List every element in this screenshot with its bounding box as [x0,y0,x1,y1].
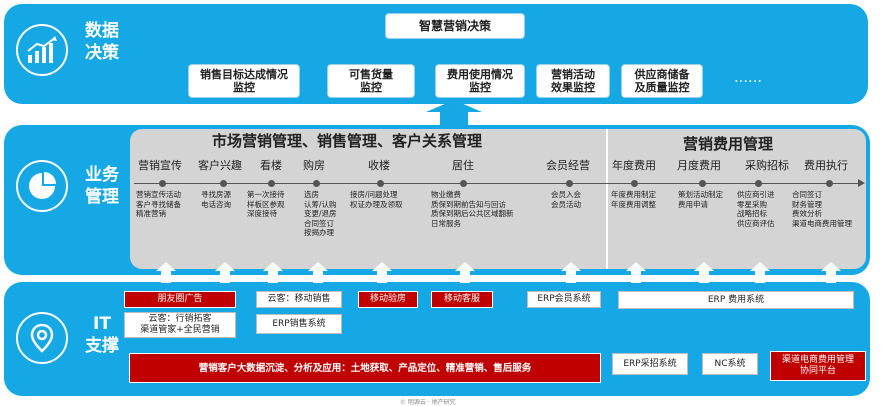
stage-dot [699,180,706,187]
stage-dot [220,180,227,187]
stage-details-annual-expense: 年度费用制定年度费用调整 [611,190,656,209]
stage-details-monthly-expense: 策划活动制定费用申请 [678,190,723,209]
stage-dot [268,180,275,187]
stage-expense-execution: 费用执行 [804,159,848,172]
location-pin-icon [16,312,68,364]
support-arrow-icon [308,262,328,271]
support-arrow-stem [460,271,470,283]
flow-up-arrow-head [426,100,482,112]
business-layer-label: 业务 管理 [85,165,119,207]
stage-details-purchase: 选房认筹/认购变更/退房合同签订按揭办理 [304,190,337,237]
support-arrow-icon [821,262,841,271]
erp-member-system-box: ERP会员系统 [527,291,601,308]
business-process-panel [130,129,866,269]
support-arrow-icon [263,262,283,271]
erp-procurement-system-box: ERP采招系统 [612,353,688,375]
stage-details-marketing-promotion: 营销宣传活动客户寻找储备精准营销 [136,190,181,218]
it-layer-label: IT 支撑 [85,314,119,356]
stage-dot [377,180,384,187]
support-arrow-stem [161,271,171,283]
support-arrow-icon [626,262,646,271]
stage-customer-interest: 客户兴趣 [198,159,242,172]
decision-more-ellipsis: …… [734,70,762,86]
support-arrow-icon [750,262,770,271]
stage-dot [566,180,573,187]
stage-details-expense-execution: 合同签订财务管理费效分析渠道电商费用管理 [792,190,852,228]
customer-big-data-box: 营销客户大数据沉淀、分析及应用：土地获取、产品定位、精准营销、售后服务 [129,353,601,383]
erp-expense-system-box: ERP 费用系统 [618,291,854,309]
channel-ecommerce-expense-platform-box: 渠道电商费用管理协同平台 [770,351,866,381]
decision-box-saleable-inventory: 可售货量监控 [327,64,415,98]
support-arrow-stem [268,271,278,283]
chart-growth-icon [16,24,68,76]
support-arrow-stem [699,271,709,283]
yunke-marketing-box: 云客：行销拓客渠道管家+全民营销 [124,312,236,338]
decision-box-expense-usage: 费用使用情况监控 [435,64,525,98]
stage-viewing: 看楼 [260,159,282,172]
section-title-marketing-sales-crm: 市场营销管理、销售管理、客户关系管理 [212,132,483,150]
decision-layer-label: 数据 决策 [85,21,119,63]
stage-handover: 收楼 [368,159,390,172]
stage-dot [755,180,762,187]
support-arrow-icon [372,262,392,271]
nc-system-box: NC系统 [702,353,758,375]
stage-details-procurement-bidding: 供应商引进零星采购战略招标供应商评估 [737,190,775,228]
yunke-mobile-sales-box: 云客：移动销售 [256,291,342,308]
stage-membership: 会员经营 [546,159,590,172]
friends-circle-ads-box: 朋友圈广告 [124,291,236,308]
support-arrow-stem [755,271,765,283]
stage-dot [631,180,638,187]
stage-dot [460,180,467,187]
stage-purchase: 购房 [303,159,325,172]
section-title-marketing-expense: 营销费用管理 [683,135,774,153]
flow-up-arrow-stem [440,111,468,127]
support-arrow-stem [631,271,641,283]
decision-box-sales-target: 销售目标达成情况监控 [188,64,300,98]
stage-dot [313,180,320,187]
stage-procurement-bidding: 采购招标 [745,159,789,172]
timeline-arrow-icon [858,179,865,187]
stage-annual-expense: 年度费用 [612,159,656,172]
section-divider [606,129,608,269]
stage-dot [826,180,833,187]
mobile-customer-service-box: 移动客服 [431,291,493,308]
mobile-inspection-box: 移动验房 [358,291,418,308]
support-arrow-stem [566,271,576,283]
stage-monthly-expense: 月度费用 [677,159,721,172]
support-arrow-stem [313,271,323,283]
support-arrow-icon [694,262,714,271]
erp-sales-system-box: ERP销售系统 [256,314,342,334]
stage-details-membership: 会员入会会员活动 [551,190,581,209]
decision-box-supplier-quality: 供应商储备及质量监控 [621,64,703,98]
stage-details-residence: 物业缴费质保到期前告知与回访质保到期后公共区域翻新日常服务 [431,190,514,228]
support-arrow-icon [455,262,475,271]
stage-marketing-promotion: 营销宣传 [138,159,182,172]
decision-box-campaign-effect: 营销活动效果监控 [536,64,610,98]
support-arrow-icon [561,262,581,271]
process-timeline [134,183,860,184]
stage-details-customer-interest: 寻找房源电话咨询 [201,190,231,209]
stage-dot [159,180,166,187]
smart-marketing-decision-box: 智慧营销决策 [385,13,525,39]
support-arrow-icon [156,262,176,271]
support-arrow-stem [377,271,387,283]
support-arrow-icon [215,262,235,271]
support-arrow-stem [220,271,230,283]
stage-residence: 居住 [452,159,474,172]
support-arrow-stem [826,271,836,283]
stage-details-viewing: 第一次接待样板区参观深度接待 [247,190,285,218]
stage-details-handover: 接房/问题处理权证办理及领取 [350,190,403,209]
pie-chart-icon [16,160,68,212]
